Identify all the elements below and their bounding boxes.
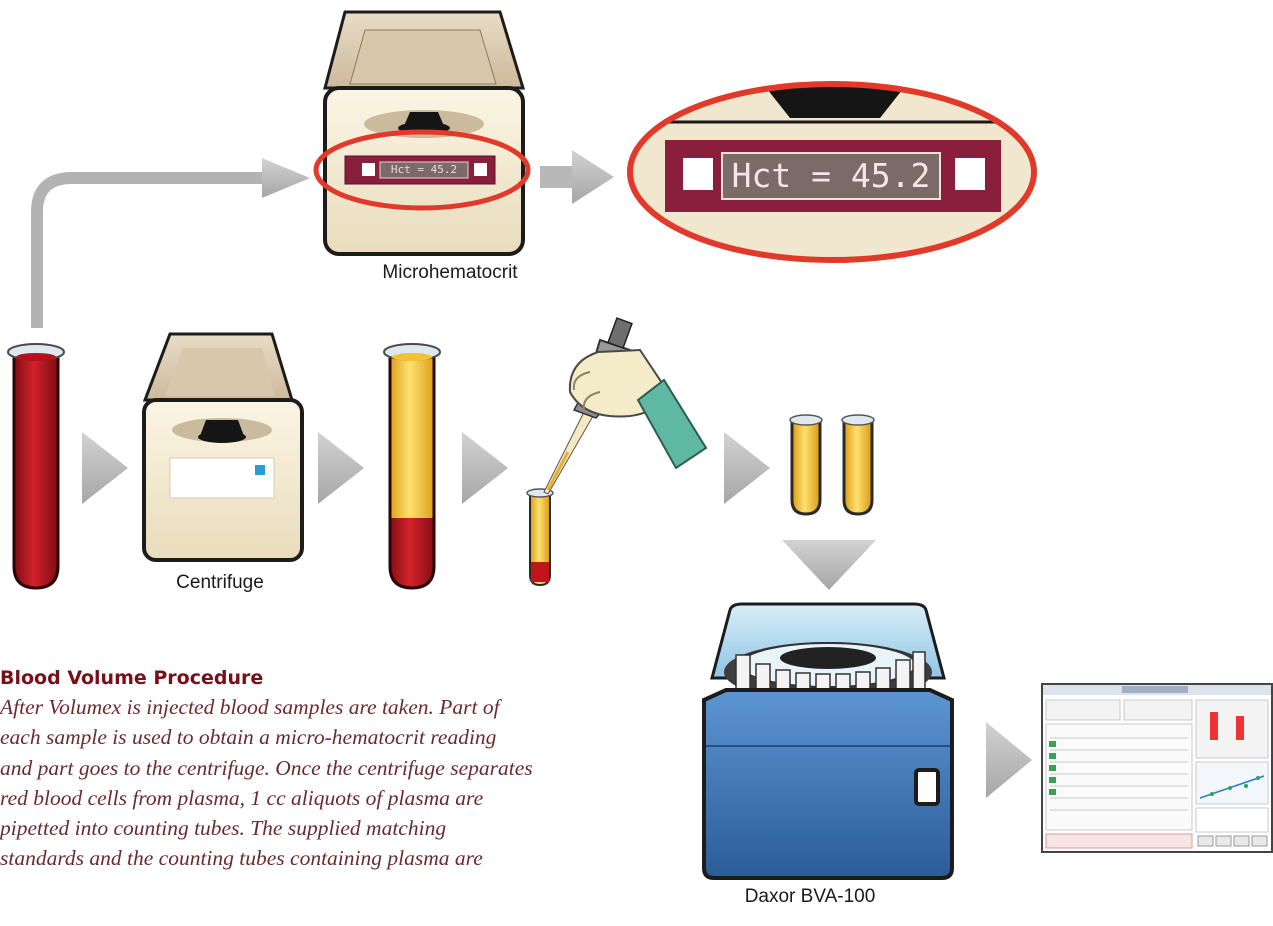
flow-arrow-icon — [462, 432, 508, 504]
flow-connector-arrow — [37, 178, 268, 328]
report-screen-icon — [1042, 684, 1272, 852]
description-line: red blood cells from plasma, 1 cc aliquo… — [0, 783, 600, 813]
flow-arrow-icon — [82, 432, 128, 504]
flow-arrow-icon — [724, 432, 770, 504]
description-line: and part goes to the centrifuge. Once th… — [0, 753, 600, 783]
procedure-description: After Volumex is injected blood samples … — [0, 692, 600, 926]
flow-arrow-icon — [986, 722, 1032, 798]
procedure-title: Blood Volume Procedure — [0, 667, 263, 689]
hct-display-small: Hct = 45.2 — [378, 162, 470, 178]
description-line: each sample is used to obtain a micro-he… — [0, 722, 600, 752]
description-line: pipetted into counting tubes. The suppli… — [0, 813, 600, 843]
plasma-tube-icon — [790, 415, 822, 514]
daxor-analyzer-icon — [704, 604, 952, 878]
microhematocrit-label: Microhematocrit — [330, 262, 570, 284]
flow-arrow-icon — [318, 432, 364, 504]
centrifuge-icon — [144, 334, 302, 560]
blood-tube-icon — [8, 344, 64, 588]
flow-arrow-icon — [782, 540, 876, 590]
description-line: standards and the counting tubes contain… — [0, 843, 600, 873]
plasma-tube-icon — [842, 415, 874, 514]
pipette-hand-icon — [527, 318, 706, 585]
separated-tube-icon — [384, 344, 440, 590]
hct-display-magnified: Hct = 45.2 — [722, 153, 940, 199]
centrifuge-label: Centrifuge — [130, 572, 310, 594]
flow-arrow-icon — [572, 150, 614, 204]
flow-arrow-icon — [262, 158, 310, 198]
description-line: After Volumex is injected blood samples … — [0, 692, 600, 722]
daxor-label: Daxor BVA-100 — [690, 886, 930, 908]
